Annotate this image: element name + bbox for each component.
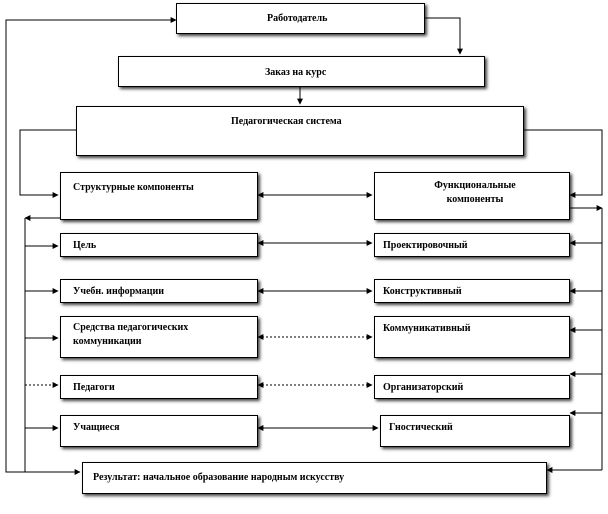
employer-box: Работодатель — [176, 3, 425, 34]
pedagogical-system-label: Педагогическая система — [231, 116, 342, 127]
result-label: Результат: начальное образование народны… — [93, 472, 345, 483]
pedagogical-system-box: Педагогическая система — [76, 106, 524, 156]
structural-components-label: Структурные компоненты — [73, 182, 194, 193]
functional-components-label: Функциональные компоненты — [434, 180, 516, 205]
functional-item-organizational: Организаторский — [374, 375, 570, 399]
functional-components-box: Функциональные компоненты — [374, 172, 570, 220]
result-box: Результат: начальное образование народны… — [82, 462, 547, 494]
course-order-box: Заказ на курс — [118, 56, 485, 87]
structural-item-goal: Цель — [60, 233, 258, 257]
functional-item-design: Проектировочный — [374, 233, 570, 257]
structural-item-communication-means: Средства педагогических коммуникации — [60, 316, 258, 358]
functional-item-gnostic: Гностический — [380, 415, 570, 447]
functional-item-constructive: Конструктивный — [374, 279, 570, 303]
course-order-label: Заказ на курс — [265, 67, 327, 78]
structural-item-teachers: Педагоги — [60, 375, 258, 399]
structural-components-box: Структурные компоненты — [60, 172, 258, 220]
employer-label: Работодатель — [267, 13, 328, 24]
connector-system-structural — [19, 129, 76, 198]
functional-item-communicative: Коммуникативный — [374, 316, 570, 358]
structural-item-students: Учащиеся — [60, 415, 258, 447]
connector-system-functional — [524, 129, 603, 198]
structural-item-educational-info: Учебн. информации — [60, 279, 258, 303]
connector-employer-order — [425, 17, 463, 55]
connector-loop-employer — [5, 17, 177, 473]
